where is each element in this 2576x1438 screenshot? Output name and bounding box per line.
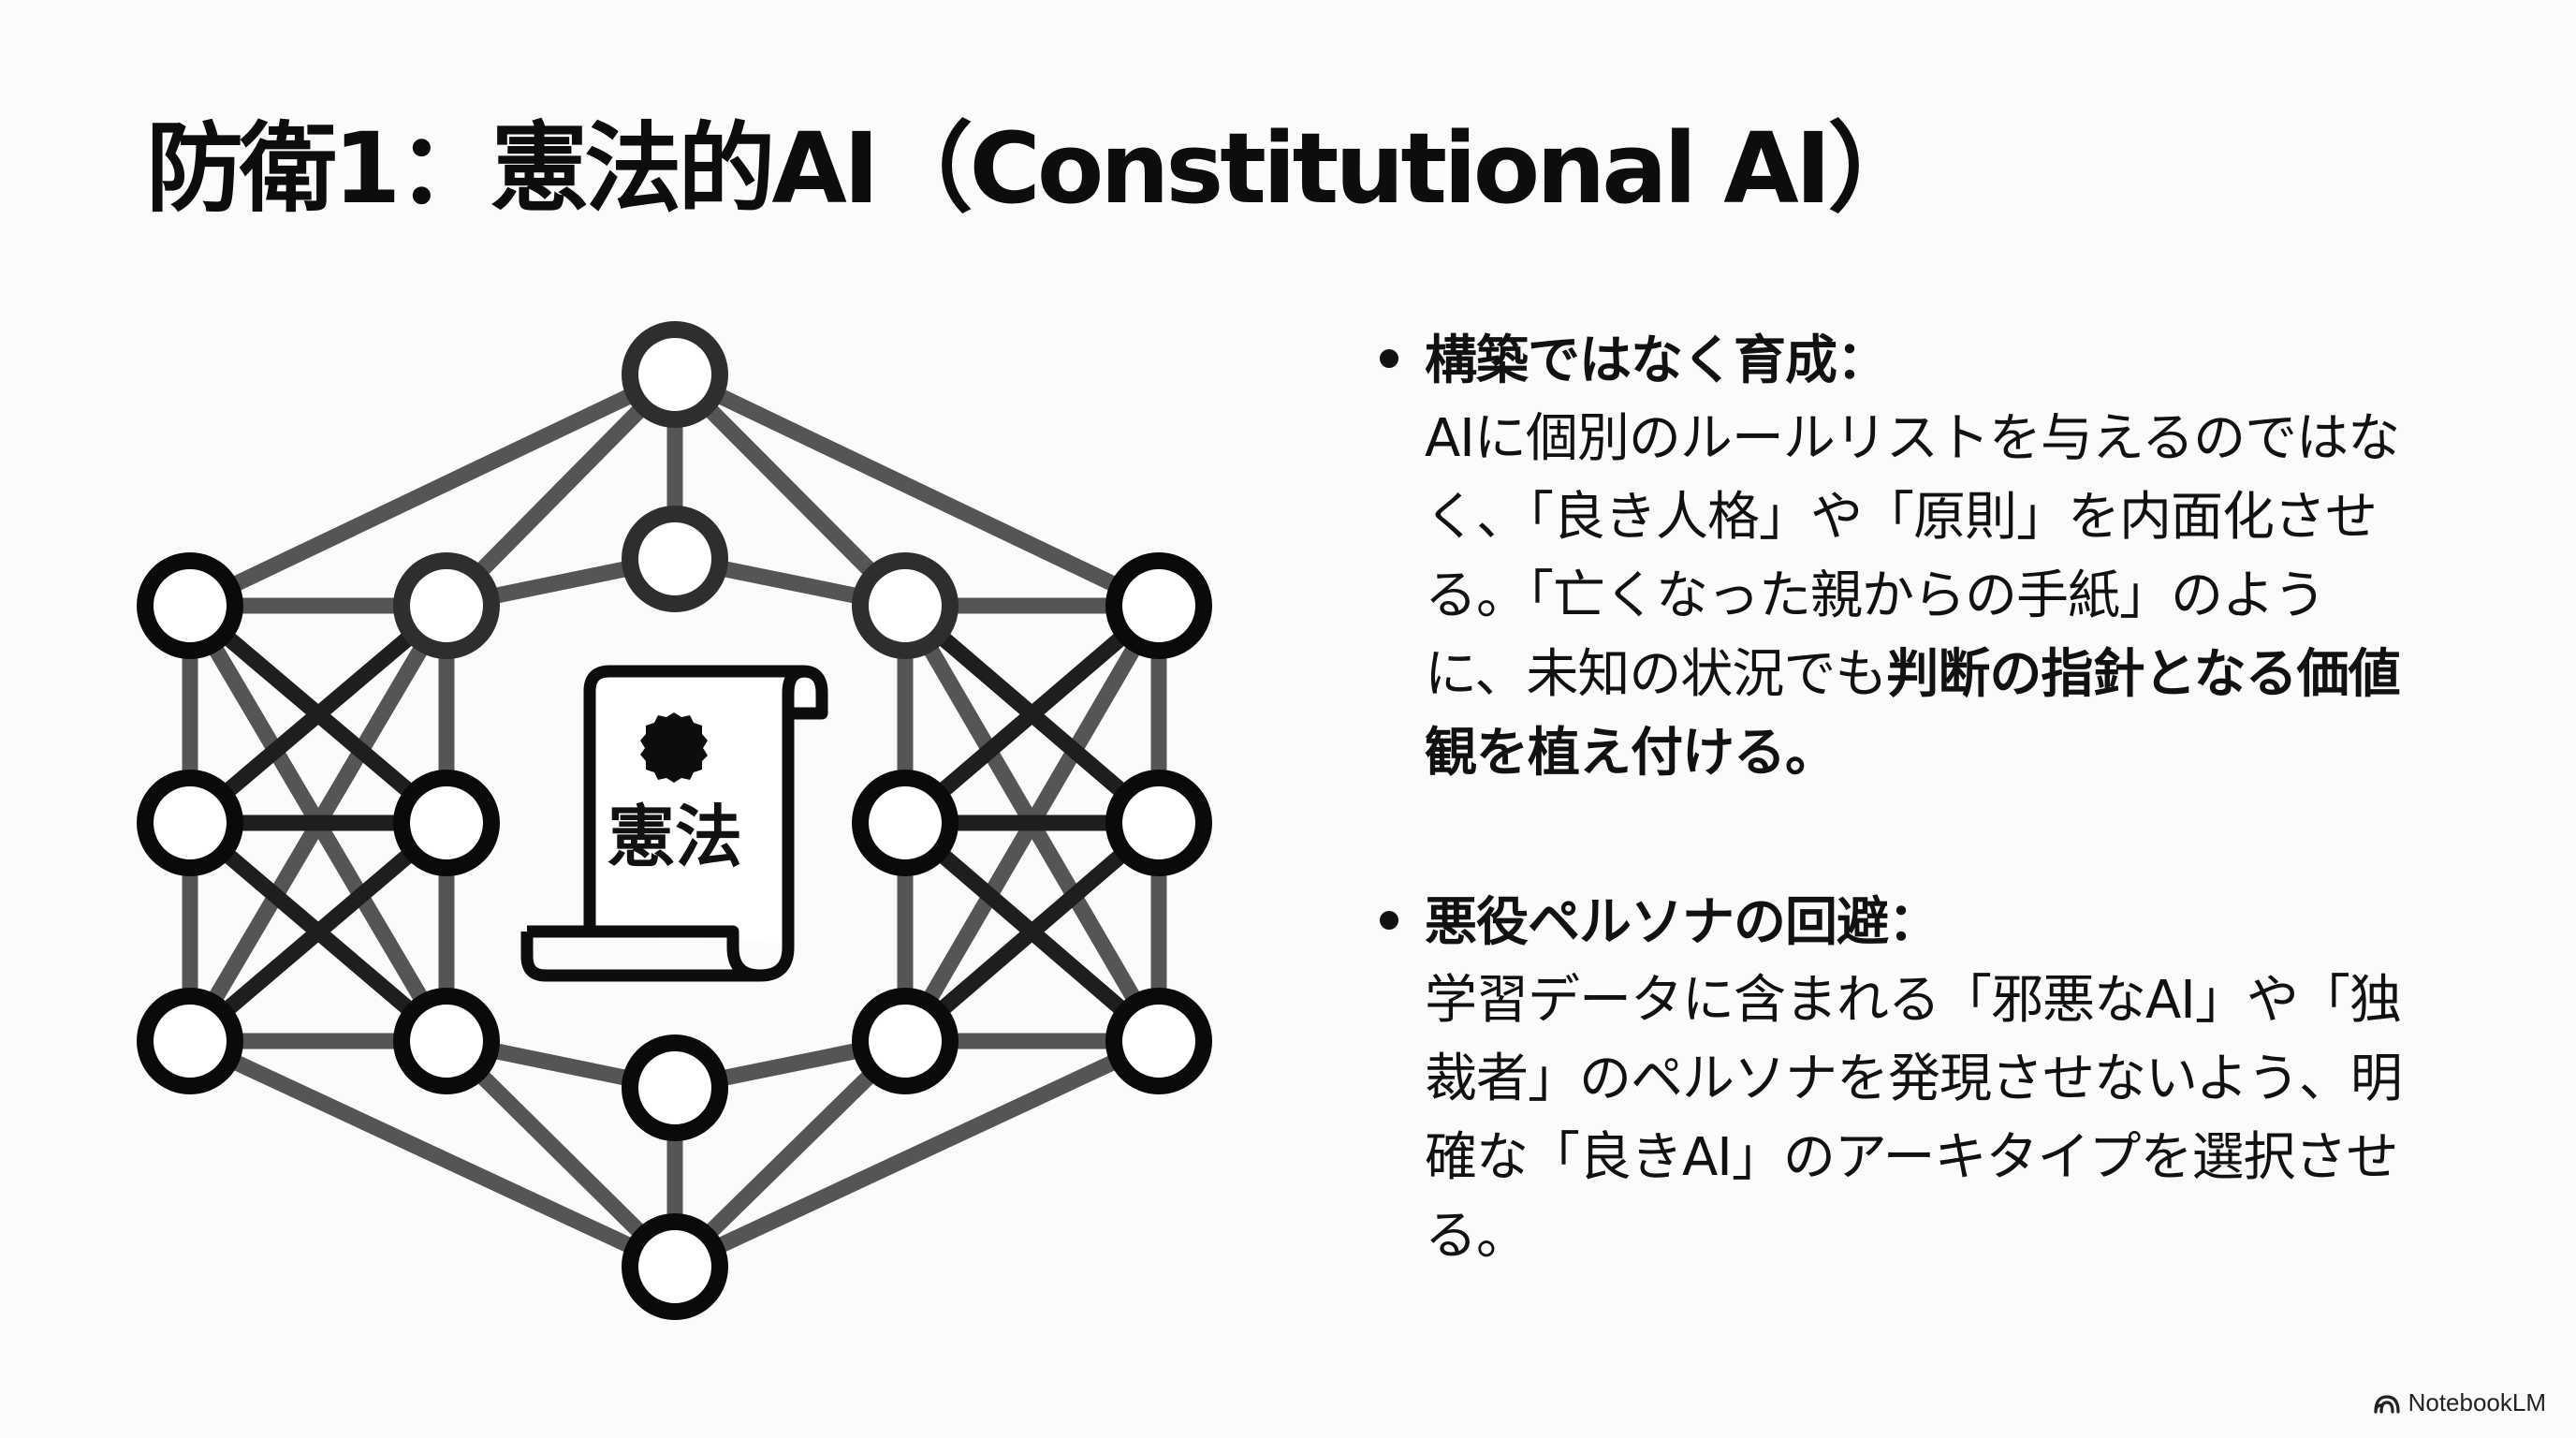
bullet-dot-icon — [1380, 349, 1398, 368]
node-circle-icon — [852, 770, 959, 876]
bullet-item-avoid-villain-persona: 悪役ペルソナの回避： 学習データに含まれる「邪悪なAI」や「独裁者」のペルソナを… — [1374, 885, 2441, 1276]
node-circle-icon — [852, 552, 959, 659]
node-circle-icon — [1105, 770, 1212, 876]
node-circle-icon — [393, 552, 500, 659]
notebooklm-logo-icon — [2373, 1394, 2400, 1414]
network-graph-icon — [137, 321, 1212, 1320]
bullet-dot-icon — [1380, 911, 1398, 930]
node-circle-icon — [852, 988, 959, 1094]
node-circle-icon — [393, 988, 500, 1094]
node-circle-icon — [622, 506, 728, 612]
network-edges-dark — [182, 597, 1167, 1049]
bullet-body-emphasis: 判断の指針となる価値観を植え付ける。 — [1425, 644, 2401, 784]
constitutional-ai-network-diagram: 憲法 — [137, 321, 1212, 1320]
node-circle-icon — [137, 988, 243, 1094]
bullet-body: AIに個別のルールリストを与えるのではなく、「良き人格」や「原則」を内面化させる… — [1425, 400, 2426, 793]
bullet-heading: 悪役ペルソナの回避： — [1425, 892, 1940, 953]
node-circle-icon — [622, 1034, 728, 1141]
bullet-body-text: 学習データに含まれる「邪悪なAI」や「独裁者」のペルソナを発現させないよう、明確… — [1425, 970, 2403, 1267]
notebooklm-brand: NotebookLM — [2373, 1388, 2546, 1417]
node-circle-icon — [1105, 988, 1212, 1094]
node-circle-icon — [622, 1213, 728, 1320]
constitution-label: 憲法 — [607, 798, 742, 876]
seal-icon — [640, 712, 708, 783]
bullet-list: 構築ではなく育成： AIに個別のルールリストを与えるのではなく、「良き人格」や「… — [1374, 323, 2441, 1276]
node-circle-icon — [393, 770, 500, 876]
bullet-heading: 構築ではなく育成： — [1425, 330, 1889, 391]
node-circle-icon — [137, 770, 243, 876]
node-circle-icon — [622, 321, 728, 428]
bullet-body-text: AIに個別のルールリストを与えるのではなく、「良き人格」や「原則」を内面化させる… — [1425, 408, 2400, 705]
brand-label: NotebookLM — [2408, 1388, 2546, 1416]
bullet-item-nurture: 構築ではなく育成： AIに個別のルールリストを与えるのではなく、「良き人格」や「… — [1374, 323, 2441, 793]
node-circle-icon — [137, 552, 243, 659]
slide-title: 防衛1：憲法的AI（Constitutional AI） — [146, 111, 1925, 226]
network-nodes — [137, 321, 1212, 1320]
bullet-body: 学習データに含まれる「邪悪なAI」や「独裁者」のペルソナを発現させないよう、明確… — [1425, 961, 2426, 1276]
node-circle-icon — [1105, 552, 1212, 659]
